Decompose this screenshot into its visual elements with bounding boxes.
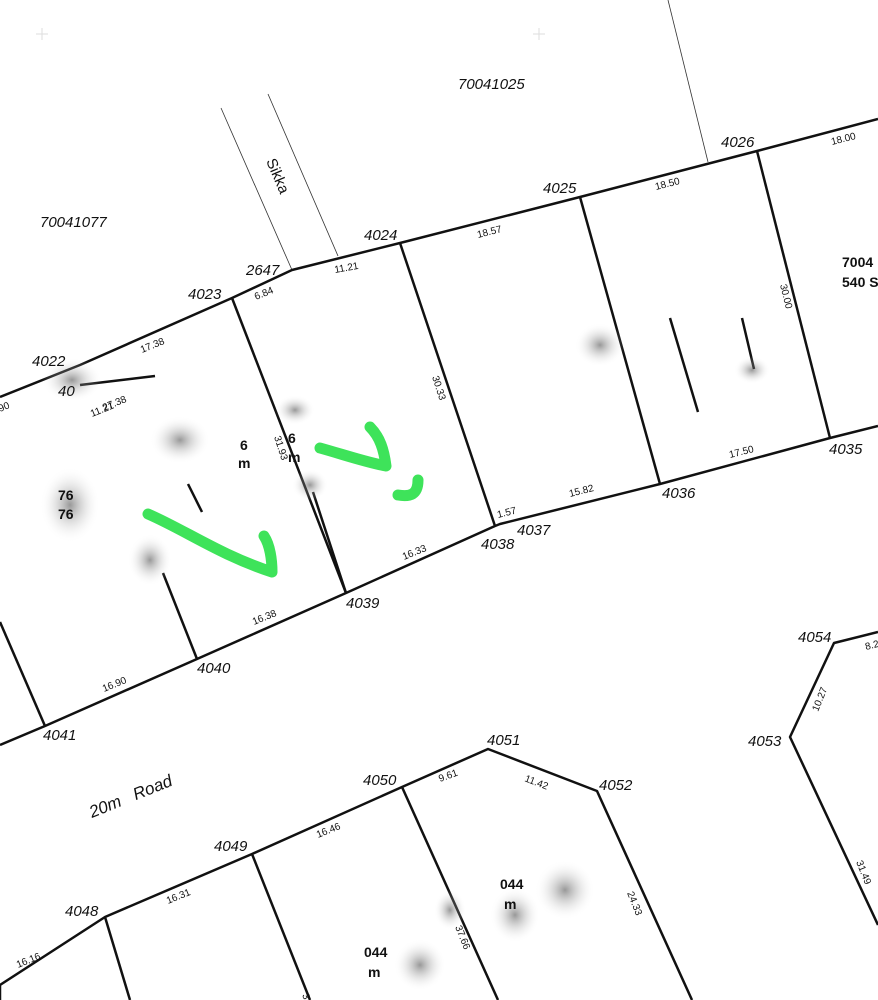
dimension-17-38: 17.38 — [139, 336, 167, 356]
dimension-15-82: 15.82 — [568, 483, 595, 500]
dimension-24-33: 24.33 — [624, 890, 644, 918]
dimension-11-21: 11.21 — [334, 261, 360, 276]
parcel-label-east-area: 540 S — [842, 274, 878, 290]
area-labels: 76 76 6 6 m m 044 m 044 m — [58, 430, 524, 980]
highlight-marks — [142, 421, 424, 578]
vertex-4041: 4041 — [43, 727, 76, 744]
area-label-044-a: 044 — [500, 876, 524, 892]
road-label: 20m Road — [85, 771, 175, 822]
vertex-4052: 4052 — [599, 777, 633, 794]
dimension-37-66: 37.66 — [452, 924, 472, 952]
vertex-4024: 4024 — [364, 227, 397, 244]
sikka-label: Sikka — [262, 156, 292, 197]
vertex-4049: 4049 — [214, 838, 248, 855]
vertex-4022: 4022 — [32, 353, 66, 370]
area-label-76-b: 76 — [58, 506, 74, 522]
vertex-4025: 4025 — [543, 180, 577, 197]
dimension-31-49: 31.49 — [853, 859, 873, 887]
registration-marks — [36, 28, 545, 40]
area-label-6-a: 6 — [240, 437, 248, 453]
vertex-4023: 4023 — [188, 286, 222, 303]
dimension-18-00: 18.00 — [830, 131, 857, 148]
dimension-1-57: 1.57 — [496, 505, 518, 520]
area-label-m-d: m — [368, 964, 380, 980]
dimension-16-16: 16.16 — [15, 951, 43, 971]
vertex-4050: 4050 — [363, 772, 397, 789]
vertex-4037: 4037 — [517, 522, 551, 539]
vertex-40-partial: 40 — [58, 383, 75, 400]
dimension-16-33: 16.33 — [401, 543, 429, 563]
vertex-4026: 4026 — [721, 134, 755, 151]
area-label-76-a: 76 — [58, 487, 74, 503]
dimension-11-42: 11.42 — [523, 774, 550, 793]
dimension-18-50: 18.50 — [654, 176, 681, 193]
dimension-8-2: 8.2 — [864, 639, 878, 653]
vertex-4054: 4054 — [798, 629, 831, 646]
thin-lines — [220, 0, 709, 271]
parcel-label-west: 70041077 — [40, 214, 107, 231]
blur-smudges — [40, 323, 770, 991]
vertex-4053: 4053 — [748, 733, 782, 750]
area-label-m-b: m — [288, 449, 300, 465]
parcel-boundaries — [0, 117, 878, 1000]
dimension-18-57: 18.57 — [476, 224, 503, 241]
area-label-m-c: m — [504, 896, 516, 912]
vertex-4040: 4040 — [197, 660, 231, 677]
vertex-4039: 4039 — [346, 595, 380, 612]
dimension-3-partial: 3 — [299, 992, 311, 1000]
area-label-044-b: 044 — [364, 944, 388, 960]
vertex-4051: 4051 — [487, 732, 520, 749]
vertex-4036: 4036 — [662, 485, 696, 502]
vertex-4035: 4035 — [829, 441, 863, 458]
dimension-90: 90 — [0, 400, 12, 415]
vertex-4038: 4038 — [481, 536, 515, 553]
area-label-m-a: m — [238, 455, 250, 471]
vertex-2647: 2647 — [245, 262, 280, 279]
vertex-labels: 4022 4023 2647 4024 4025 4026 4035 4036 … — [32, 134, 863, 920]
area-label-6-b: 6 — [288, 430, 296, 446]
vertex-4048: 4048 — [65, 903, 99, 920]
parcel-label-east-id: 7004 — [842, 254, 873, 270]
parcel-label-north: 70041025 — [458, 76, 525, 93]
